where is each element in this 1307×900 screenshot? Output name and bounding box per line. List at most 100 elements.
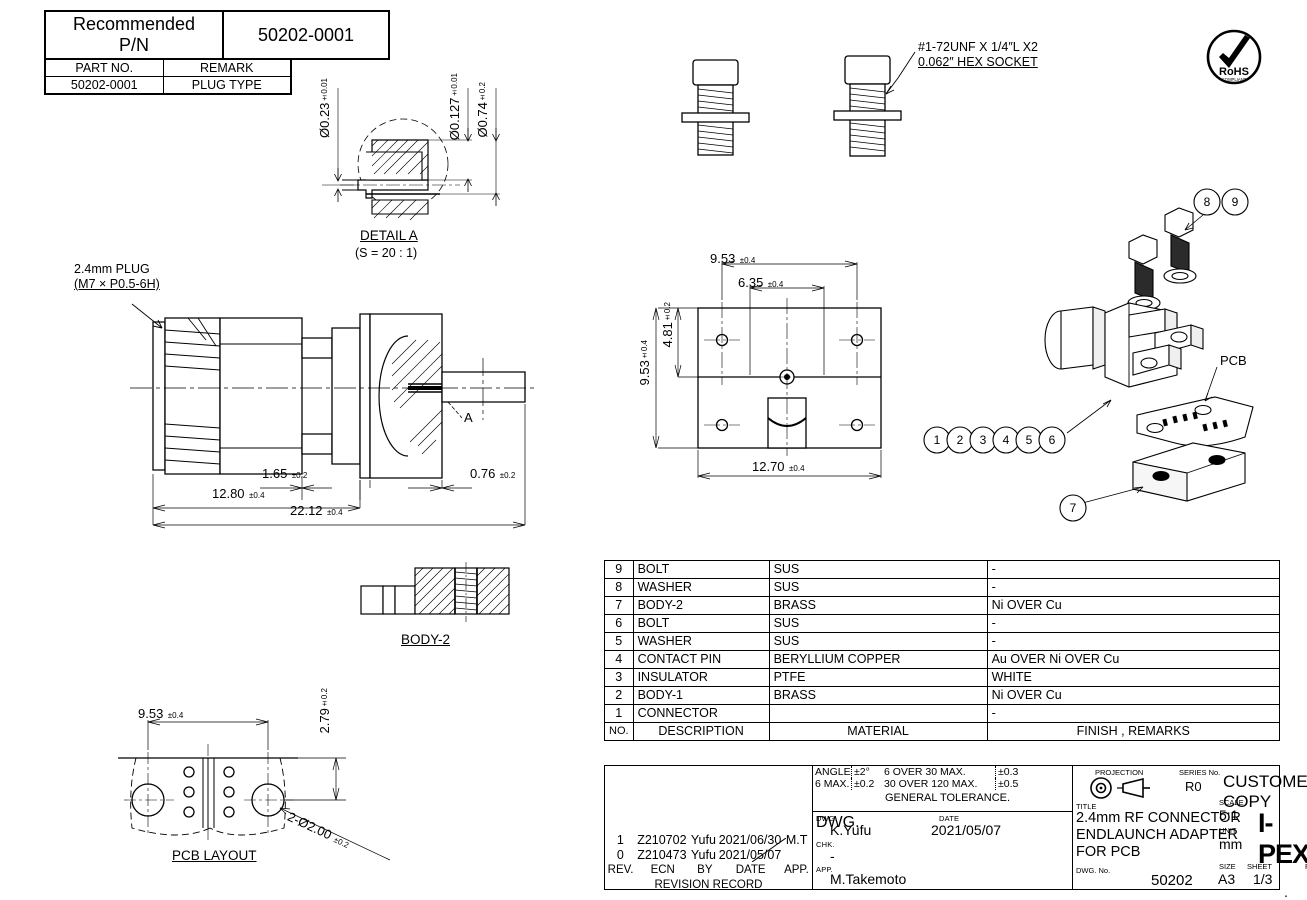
detail-a-dim-3: Ø0.74±0.2 [475, 82, 490, 138]
parts-cell-no: 7 [604, 596, 634, 615]
dwg-value: K.Yufu [830, 822, 872, 838]
svg-text:COMPLIANT: COMPLIANT [1222, 77, 1247, 82]
section-mark-a: A [464, 410, 473, 425]
parts-cell-finish: WHITE [986, 668, 1281, 687]
part-remark-table: PART NO. REMARK 50202-0001 PLUG TYPE [44, 59, 292, 95]
general-tolerance-label: GENERAL TOLERANCE. [884, 792, 1011, 804]
tol-range-1-value: ±0.3 [995, 766, 1027, 778]
detail-a-dim-2: Ø0.127±0.01 [447, 73, 462, 141]
sheet-label: SHEET [1247, 862, 1273, 871]
parts-cell-material: SUS [768, 614, 988, 633]
parts-cell-finish: - [986, 632, 1281, 651]
scale-label: SCALE [1219, 798, 1244, 807]
recommended-pn-table: Recommended P/N 50202-0001 PART NO. REMA… [44, 10, 390, 95]
revision-cell-ecn: Z210702 [637, 833, 687, 847]
recommended-pn-value: 50202-0001 [222, 10, 390, 60]
main-dim-1-65: 1.65 ±0.2 [262, 466, 308, 481]
table-header-row: PART NO. REMARK [44, 59, 292, 77]
tol-angle-value: ±2° [851, 766, 881, 778]
unit-value: mm [1219, 836, 1243, 852]
dwgno-value: 50202 [1151, 872, 1193, 889]
revision-col-rev: REV. [607, 864, 634, 876]
parts-cell-no: 1 [604, 704, 634, 723]
parts-cell-no: 9 [604, 560, 634, 579]
app-label: APP. [816, 865, 833, 874]
pcb-dim-9-53: 9.53 ±0.4 [138, 706, 184, 721]
body2-label: BODY-2 [401, 632, 451, 647]
main-dim-22-12: 22.12 ±0.4 [290, 503, 343, 518]
svg-text:7: 7 [1070, 501, 1077, 515]
date-value: 2021/05/07 [931, 822, 1002, 838]
parts-cell-material: PTFE [768, 668, 988, 687]
parts-cell-finish: - [986, 578, 1281, 597]
svg-text:2: 2 [957, 433, 964, 447]
svg-text:6: 6 [1049, 433, 1056, 447]
exploded-drawing [1044, 207, 1254, 506]
bolt-note-line1: #1-72UNF X 1/4″L X2 [918, 40, 1038, 54]
corner-dot: . [1284, 884, 1288, 900]
tol-range-1: 6 OVER 30 MAX. [884, 766, 966, 778]
parts-cell-description: BOLT [632, 614, 770, 633]
revision-header-row: REV. ECN BY DATE APP. [605, 863, 812, 878]
rohs-icon: RoHS COMPLIANT [1206, 29, 1262, 85]
parts-cell-finish: Ni OVER Cu [986, 596, 1281, 615]
bolt-note-line2: 0.062″ HEX SOCKET [918, 55, 1038, 69]
revision-cell-date: 2021/05/07 [718, 848, 782, 862]
detail-a-scale: (S = 20 : 1) [355, 246, 418, 260]
front-dim-12-70: 12.70 ±0.4 [752, 459, 805, 474]
parts-cell-material: BRASS [768, 686, 988, 705]
parts-col-no: NO. [604, 722, 634, 741]
revision-col-by: BY [697, 864, 713, 876]
revision-cell-by: Yufu [690, 833, 716, 847]
parts-col-description: DESCRIPTION [632, 722, 770, 741]
front-view: 9.53 ±0.4 6.35 ±0.4 9.53±0.4 4.81±0.2 12… [637, 240, 905, 490]
parts-cell-no: 6 [604, 614, 634, 633]
series-value: R0 [1185, 779, 1202, 794]
cell-part-no: 50202-0001 [44, 76, 164, 95]
tol-range-2: 30 OVER 120 MAX. [884, 778, 978, 790]
cell-remark: PLUG TYPE [162, 76, 292, 95]
parts-cell-no: 4 [604, 650, 634, 669]
revision-col-app: APP. [784, 864, 809, 876]
balloon-7-svg: 7 [1059, 494, 1087, 522]
revision-cell-app: M.T [785, 833, 808, 847]
chk-label: CHK. [816, 840, 835, 849]
parts-cell-description: WASHER [632, 578, 770, 597]
revision-cell-ecn: Z210473 [637, 848, 687, 862]
main-dim-0-76: 0.76 ±0.2 [470, 466, 516, 481]
size-value: A3 [1218, 871, 1236, 887]
svg-text:1: 1 [934, 433, 941, 447]
title-label: TITLE [1076, 802, 1097, 811]
chk-value: - [830, 848, 835, 864]
dwgno-label: DWG. No. [1076, 866, 1111, 875]
detail-a-dim-1: Ø0.23±0.01 [317, 78, 332, 138]
sheet-value: 1/3 [1253, 871, 1273, 887]
front-view-drawing [652, 260, 882, 480]
rev-label: REV. [1305, 862, 1307, 871]
tol-range-2-value: ±0.5 [995, 778, 1027, 790]
body2-view: BODY-2 [355, 560, 520, 647]
parts-cell-finish: Au OVER Ni OVER Cu [986, 650, 1281, 669]
main-view-callout-line1: 2.4mm PLUG [74, 262, 150, 276]
parts-cell-description: BODY-1 [632, 686, 770, 705]
bolt-note: #1-72UNF X 1/4″L X2 0.062″ HEX SOCKET [918, 40, 1038, 70]
body2-drawing [360, 562, 510, 622]
main-dim-12-80: 12.80 ±0.4 [212, 486, 265, 501]
parts-cell-description: BOLT [632, 560, 770, 579]
revision-cell-date: 2021/06/30 [718, 833, 782, 847]
detail-a-label: DETAIL A [360, 228, 418, 243]
front-dim-4-81: 4.81±0.2 [660, 302, 675, 348]
bolt-elevation-view [670, 40, 930, 175]
